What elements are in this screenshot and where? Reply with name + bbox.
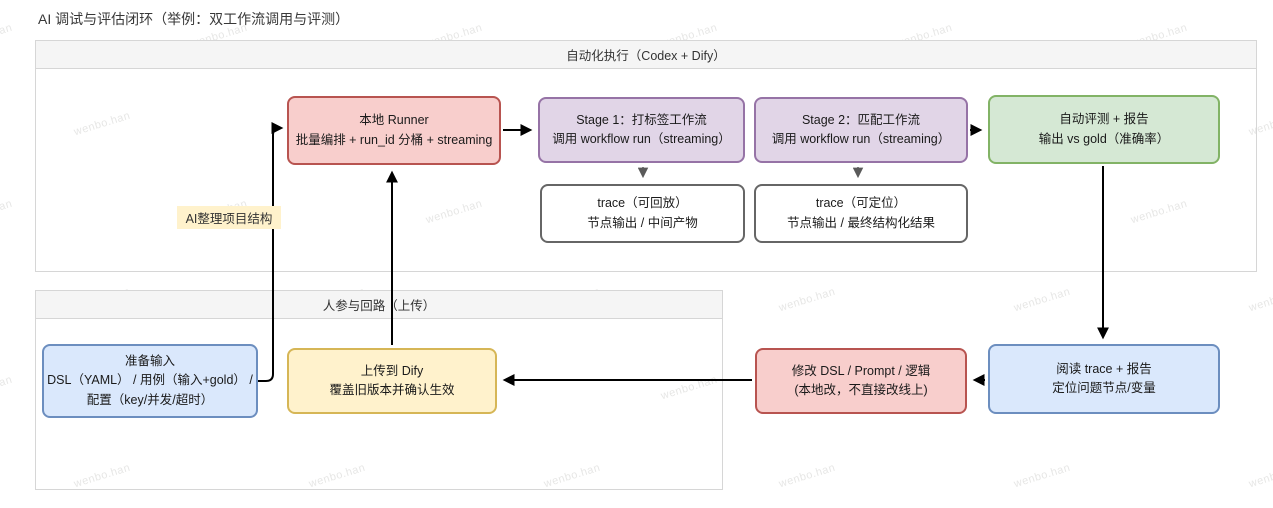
label-ai-project-structure: AI整理项目结构 — [177, 206, 281, 229]
watermark: wenbo.han — [0, 197, 14, 227]
node-stage2: Stage 2：匹配工作流 调用 workflow run（streaming） — [754, 97, 968, 163]
node-modify-dsl: 修改 DSL / Prompt / 逻辑 (本地改，不直接改线上) — [755, 348, 967, 414]
label-ai-project-structure-text: AI整理项目结构 — [185, 212, 273, 226]
node-trace-replay-subtitle: 节点输出 / 中间产物 — [587, 215, 698, 230]
container-human-loop-header: 人参与回路（上传） — [36, 291, 722, 319]
node-upload-dify-title: 上传到 Dify — [360, 363, 424, 378]
container-human-loop: 人参与回路（上传） — [35, 290, 723, 490]
node-read-trace: 阅读 trace + 报告 定位问题节点/变量 — [988, 344, 1220, 414]
node-stage2-title: Stage 2：匹配工作流 — [801, 112, 921, 127]
node-local-runner: 本地 Runner 批量编排 + run_id 分桶 + streaming — [287, 96, 501, 165]
node-prepare-input-line3: 配置（key/并发/超时） — [86, 392, 214, 407]
node-modify-dsl-title: 修改 DSL / Prompt / 逻辑 — [791, 363, 931, 378]
watermark: wenbo.han — [1247, 461, 1273, 491]
node-modify-dsl-subtitle: (本地改，不直接改线上) — [794, 383, 928, 397]
node-stage1-subtitle: 调用 workflow run（streaming） — [552, 132, 731, 146]
node-prepare-input-title: 准备输入 — [124, 353, 175, 368]
watermark: wenbo.han — [1012, 285, 1072, 315]
node-trace-replay: trace（可回放） 节点输出 / 中间产物 — [540, 184, 745, 243]
node-read-trace-subtitle: 定位问题节点/变量 — [1052, 381, 1156, 395]
node-stage2-subtitle: 调用 workflow run（streaming） — [771, 132, 951, 146]
node-trace-locate-subtitle: 节点输出 / 最终结构化结果 — [787, 215, 935, 230]
node-read-trace-title: 阅读 trace + 报告 — [1056, 361, 1152, 376]
watermark: wenbo.han — [1247, 285, 1273, 315]
node-trace-locate: trace（可定位） 节点输出 / 最终结构化结果 — [754, 184, 968, 243]
watermark: wenbo.han — [777, 285, 837, 315]
node-upload-dify-subtitle: 覆盖旧版本并确认生效 — [329, 383, 455, 397]
watermark: wenbo.han — [1012, 461, 1072, 491]
node-prepare-input-line2: DSL（YAML） / 用例（输入+gold） / — [47, 373, 253, 388]
node-auto-eval-title: 自动评测 + 报告 — [1059, 112, 1149, 127]
node-trace-replay-title: trace（可回放） — [597, 196, 688, 211]
watermark: wenbo.han — [777, 461, 837, 491]
node-trace-locate-title: trace（可定位） — [815, 196, 907, 211]
node-upload-dify: 上传到 Dify 覆盖旧版本并确认生效 — [287, 348, 497, 414]
node-stage1-title: Stage 1：打标签工作流 — [576, 112, 707, 127]
node-local-runner-subtitle: 批量编排 + run_id 分桶 + streaming — [295, 132, 493, 147]
node-local-runner-title: 本地 Runner — [359, 113, 429, 128]
watermark: wenbo.han — [0, 373, 14, 403]
watermark: wenbo.han — [0, 21, 14, 51]
node-auto-eval: 自动评测 + 报告 输出 vs gold（准确率） — [988, 95, 1220, 164]
page-title: AI 调试与评估闭环（举例：双工作流调用与评测） — [38, 11, 350, 27]
node-stage1: Stage 1：打标签工作流 调用 workflow run（streaming… — [538, 97, 745, 163]
container-auto-execution-header: 自动化执行（Codex + Dify） — [36, 41, 1256, 69]
node-prepare-input: 准备输入 DSL（YAML） / 用例（输入+gold） / 配置（key/并发… — [42, 344, 258, 418]
node-auto-eval-subtitle: 输出 vs gold（准确率） — [1038, 131, 1170, 146]
container-auto-execution: 自动化执行（Codex + Dify） — [35, 40, 1257, 272]
